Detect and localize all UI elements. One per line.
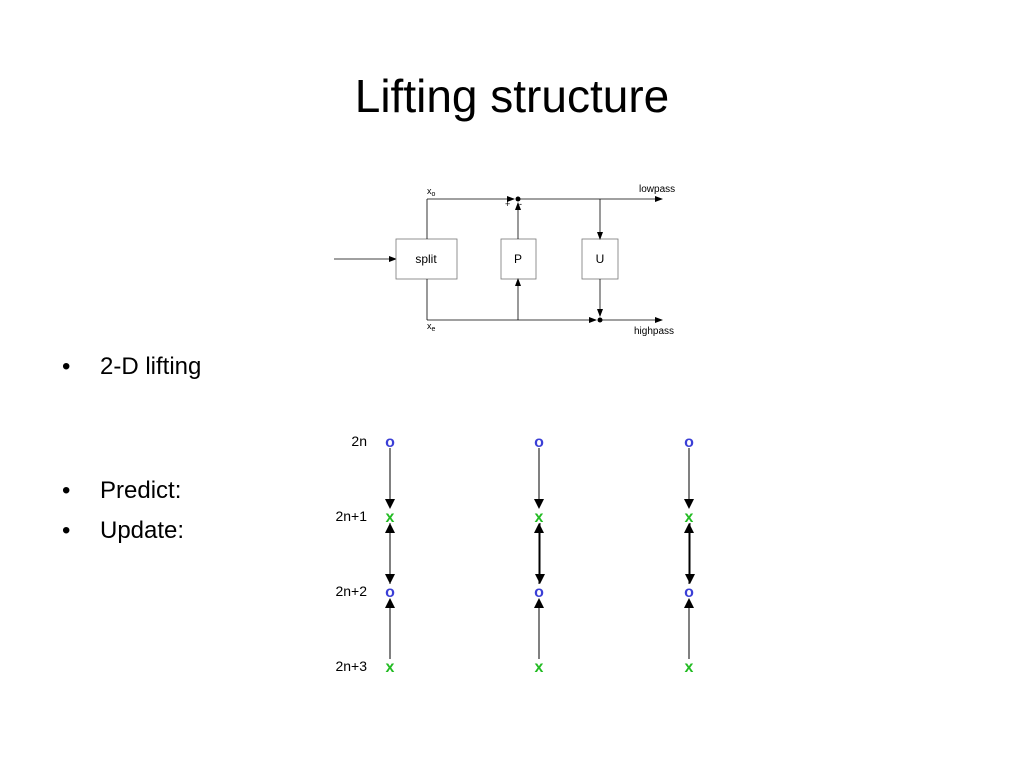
even-sample-node: o: [534, 584, 544, 601]
even-sample-node: o: [684, 434, 694, 451]
even-sample-node: o: [534, 434, 544, 451]
bullet-text: 2-D lifting: [100, 353, 202, 380]
odd-input-label: xo: [427, 186, 436, 198]
odd-sample-node: x: [386, 659, 395, 676]
odd-sample-node: x: [685, 659, 694, 676]
grid-row-labels: 2n 2n+1 2n+2 2n+3: [335, 433, 367, 674]
predict-block: [500, 238, 537, 280]
split-block: [395, 238, 458, 280]
bottom-sum-node: [597, 317, 603, 323]
bullet-text: Update:: [100, 517, 185, 544]
row-label: 2n+1: [335, 508, 367, 524]
split-label: split: [415, 252, 437, 266]
odd-sample-node: x: [535, 509, 544, 526]
row-label: 2n: [351, 433, 367, 449]
bullet-dot: •: [62, 353, 71, 380]
bullet-dot: •: [62, 477, 71, 504]
minus-sign: -: [519, 199, 522, 209]
row-label: 2n+3: [335, 658, 367, 674]
plus-sign: +: [505, 199, 510, 209]
top-sum-node: [515, 196, 521, 202]
bullet-item: • 2-D lifting: [62, 352, 201, 382]
slide-title: Lifting structure: [354, 70, 670, 122]
odd-sample-node: x: [685, 509, 694, 526]
lowpass-label: lowpass: [639, 184, 675, 195]
even-sample-node: o: [684, 584, 694, 601]
bullet-item: • Update:: [62, 516, 184, 546]
grid-arrows: [385, 448, 695, 659]
even-sample-node: o: [385, 584, 395, 601]
predict-label: P: [514, 252, 522, 266]
even-input-label: xe: [427, 321, 436, 333]
row-label: 2n+2: [335, 583, 367, 599]
odd-sample-node: x: [386, 509, 395, 526]
bullet-dot: •: [62, 517, 71, 544]
odd-sample-node: x: [535, 659, 544, 676]
even-sample-node: o: [385, 434, 395, 451]
highpass-label: highpass: [634, 326, 674, 337]
bullet-text: Predict:: [100, 477, 182, 504]
bullet-item: • Predict:: [62, 476, 181, 506]
grid-nodes: o x o x o x o x o x o x: [385, 434, 694, 676]
update-label: U: [596, 252, 605, 266]
